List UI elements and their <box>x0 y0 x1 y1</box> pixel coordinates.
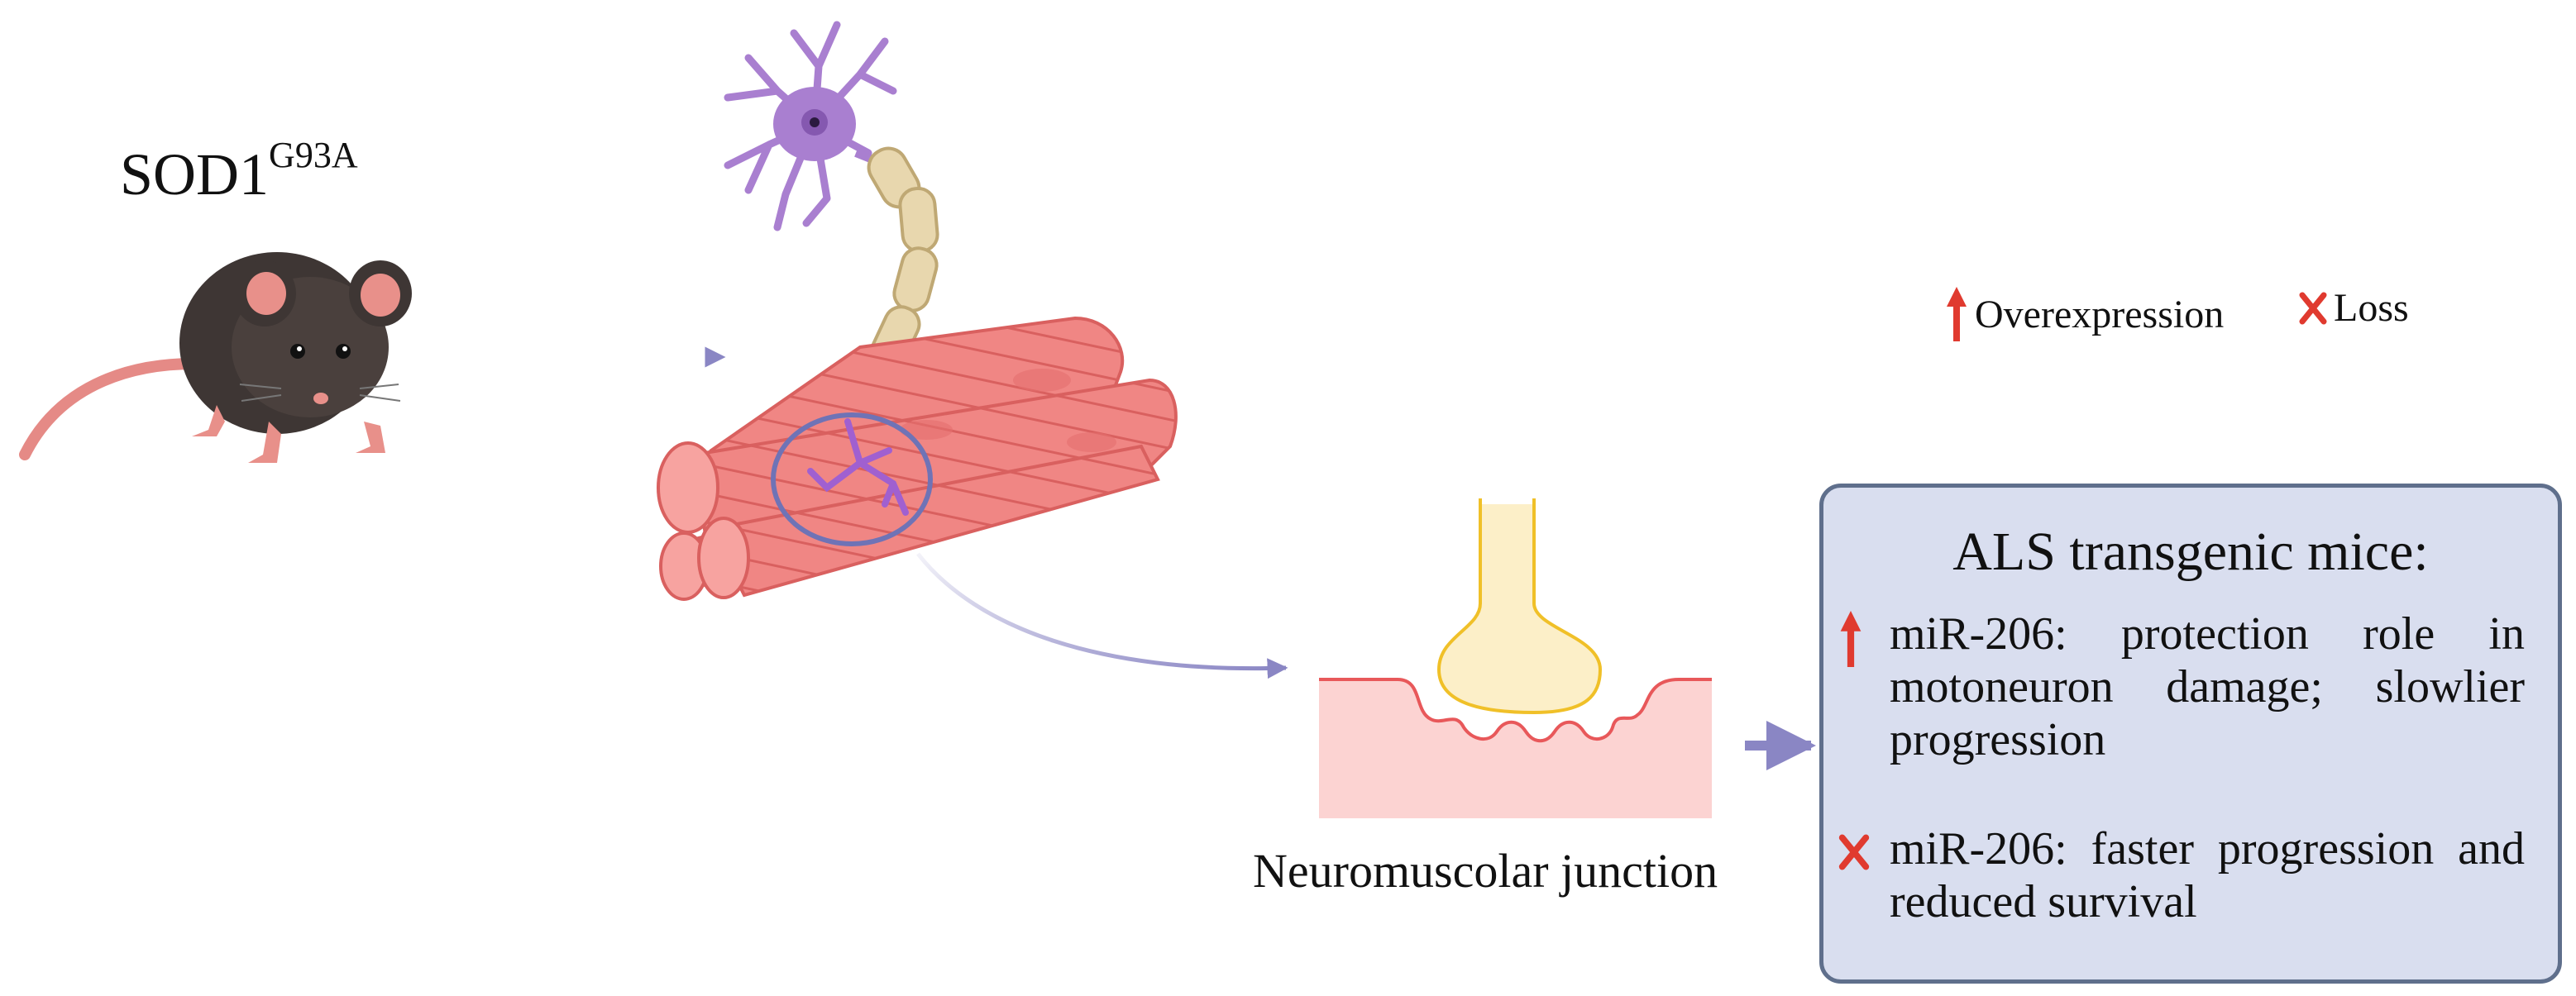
finding-loss-text: miR-206: faster progression and reduced … <box>1890 823 2525 927</box>
neuromuscular-junction-label: Neuromuscolar junction <box>1253 844 1718 898</box>
nmj-highlight-circle <box>771 412 933 546</box>
up-arrow-icon <box>1947 287 1967 341</box>
legend-overexpression-label: Overexpression <box>1975 292 2225 336</box>
x-mark-icon <box>2299 292 2327 324</box>
finding-loss: miR-206: faster progression and reduced … <box>1838 822 2525 928</box>
mouse-illustration <box>19 252 412 463</box>
nerve-terminal-branches <box>807 418 909 516</box>
legend-loss-label: Loss <box>2334 286 2409 330</box>
als-findings-box: ALS transgenic mice: miR-206: protection… <box>1819 484 2562 984</box>
legend-loss: Loss <box>2299 285 2409 331</box>
als-box-title: ALS transgenic mice: <box>1952 522 2429 582</box>
finding-overexpression-text: miR-206: protection role in motoneuron d… <box>1890 608 2525 765</box>
legend-overexpression: Overexpression <box>1945 285 2224 343</box>
nmj-closeup <box>1319 496 1712 818</box>
strain-name: SOD1 <box>120 141 270 207</box>
x-mark-icon <box>1838 834 1870 870</box>
mouse-strain-label: SOD1G93A <box>120 135 358 209</box>
strain-allele: G93A <box>269 135 358 175</box>
muscle-to-nmj-arrow <box>916 552 1288 679</box>
muscle-fibers <box>657 316 1178 601</box>
up-arrow-icon <box>1840 611 1862 667</box>
finding-overexpression: miR-206: protection role in motoneuron d… <box>1840 608 2525 766</box>
